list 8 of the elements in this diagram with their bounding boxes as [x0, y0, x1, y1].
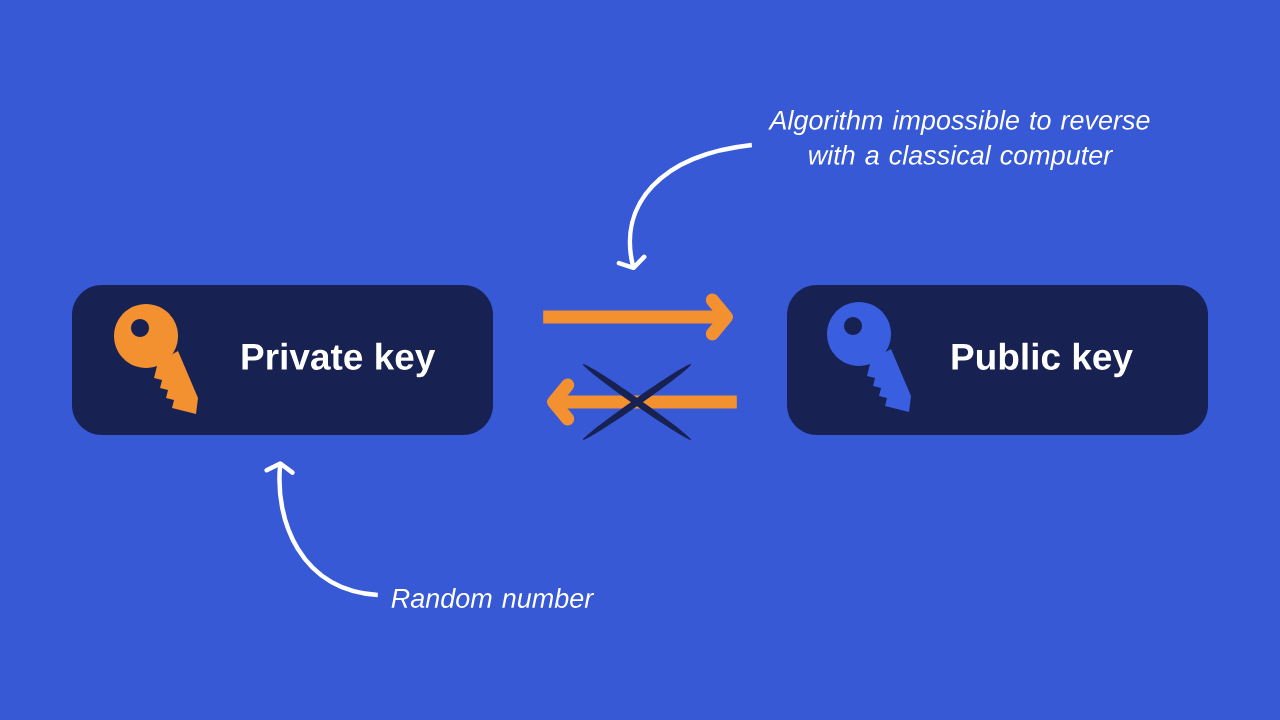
- arrow: [264, 461, 379, 598]
- note-text: Algorithm impossible to reverse with a classical computer: [768, 109, 1150, 171]
- note-text: Random number: [391, 588, 595, 608]
- arrow: [547, 378, 737, 426]
- key-box: Public key: [787, 285, 1208, 435]
- key-box: Private key: [72, 285, 493, 435]
- arrow: [543, 293, 733, 341]
- arrow: [616, 142, 753, 271]
